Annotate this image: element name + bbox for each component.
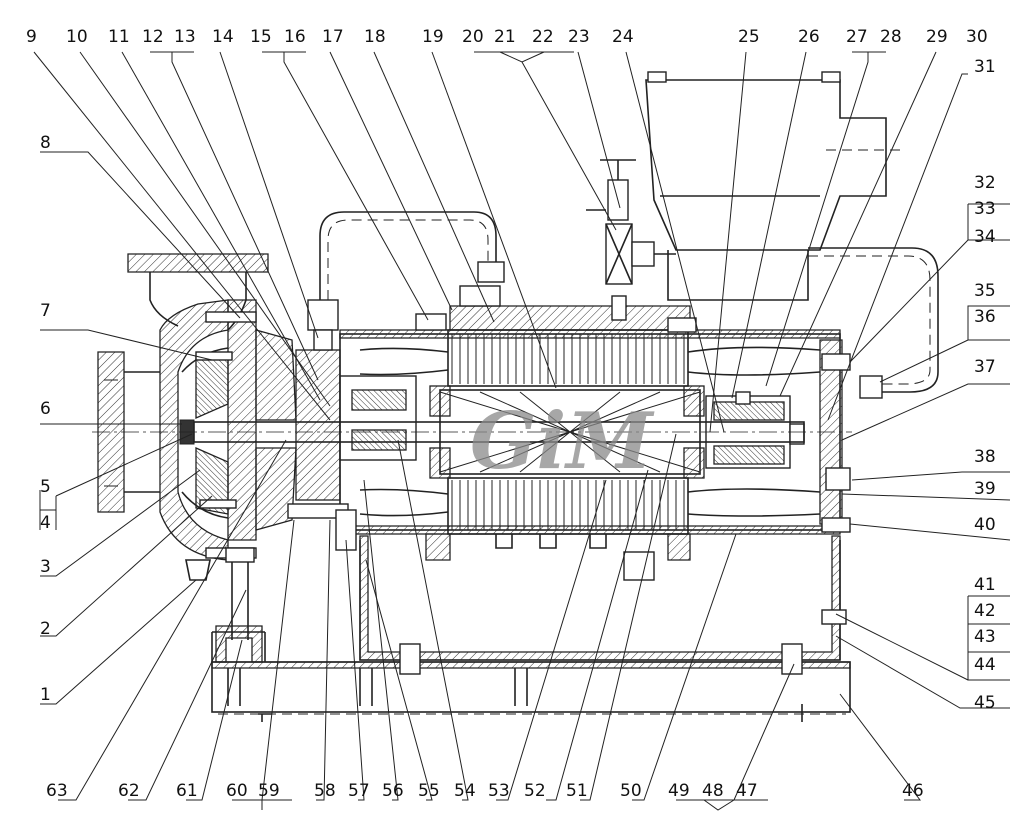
callout-5: 5 — [40, 477, 51, 497]
callout-37: 37 — [974, 357, 996, 377]
callout-9: 9 — [26, 27, 37, 47]
callout-35: 35 — [974, 281, 996, 301]
callout-43: 43 — [974, 627, 996, 647]
stator-laminations — [451, 334, 685, 530]
callout-15: 15 — [250, 27, 272, 47]
callout-16: 16 — [284, 27, 306, 47]
right-fittings — [287, 313, 851, 675]
callout-3: 3 — [40, 557, 51, 577]
pump-casing — [97, 253, 297, 640]
callout-54: 54 — [454, 781, 476, 801]
callout-18: 18 — [364, 27, 386, 47]
motor-body — [339, 285, 841, 581]
callout-24: 24 — [612, 27, 634, 47]
callout-20: 20 — [462, 27, 484, 47]
callout-17: 17 — [322, 27, 344, 47]
callout-29: 29 — [926, 27, 948, 47]
callout-42: 42 — [974, 601, 996, 621]
callout-14: 14 — [212, 27, 234, 47]
callout-33: 33 — [974, 199, 996, 219]
callout-11: 11 — [108, 27, 130, 47]
callout-53: 53 — [488, 781, 510, 801]
callouts-left: 8 7 6 5 4 3 2 1 — [40, 133, 51, 705]
callout-31: 31 — [974, 57, 996, 77]
bearing-housing — [295, 211, 505, 501]
callouts-right: 31 32 33 34 35 36 37 38 39 40 41 42 43 4… — [974, 57, 996, 713]
callout-13: 13 — [174, 27, 196, 47]
callout-47: 47 — [736, 781, 758, 801]
callout-2: 2 — [40, 619, 51, 639]
callout-36: 36 — [974, 307, 996, 327]
callout-25: 25 — [738, 27, 760, 47]
callout-39: 39 — [974, 479, 996, 499]
callout-63: 63 — [46, 781, 68, 801]
callout-49: 49 — [668, 781, 690, 801]
callout-46: 46 — [902, 781, 924, 801]
base-frame — [211, 661, 851, 722]
callout-27: 27 — [846, 27, 868, 47]
callout-4: 4 — [40, 513, 51, 533]
terminal-box — [586, 71, 939, 399]
callout-10: 10 — [66, 27, 88, 47]
callout-45: 45 — [974, 693, 996, 713]
callout-52: 52 — [524, 781, 546, 801]
callout-6: 6 — [40, 399, 51, 419]
callout-60: 60 — [226, 781, 248, 801]
leader-lines — [33, 51, 1011, 811]
watermark-logo: GiM — [470, 396, 655, 487]
callout-28: 28 — [880, 27, 902, 47]
callout-7: 7 — [40, 301, 51, 321]
callout-44: 44 — [974, 655, 996, 675]
callout-8: 8 — [40, 133, 51, 153]
callout-38: 38 — [974, 447, 996, 467]
callout-58: 58 — [314, 781, 336, 801]
callout-50: 50 — [620, 781, 642, 801]
motor-support-stand — [211, 535, 841, 663]
callouts-top: 9 10 11 12 13 14 15 16 17 18 19 20 21 22… — [26, 27, 988, 47]
callout-26: 26 — [798, 27, 820, 47]
callouts-bottom: 63 62 61 60 59 58 57 56 55 54 53 52 51 5… — [46, 781, 924, 801]
callout-55: 55 — [418, 781, 440, 801]
callout-19: 19 — [422, 27, 444, 47]
callout-22: 22 — [532, 27, 554, 47]
callout-56: 56 — [382, 781, 404, 801]
callout-40: 40 — [974, 515, 996, 535]
callout-21: 21 — [494, 27, 516, 47]
callout-32: 32 — [974, 173, 996, 193]
callout-62: 62 — [118, 781, 140, 801]
callout-1: 1 — [40, 685, 51, 705]
callout-23: 23 — [568, 27, 590, 47]
callout-12: 12 — [142, 27, 164, 47]
callout-59: 59 — [258, 781, 280, 801]
callout-61: 61 — [176, 781, 198, 801]
callout-34: 34 — [974, 227, 996, 247]
shaft — [92, 421, 852, 443]
callout-51: 51 — [566, 781, 588, 801]
callout-48: 48 — [702, 781, 724, 801]
callout-30: 30 — [966, 27, 988, 47]
callout-41: 41 — [974, 575, 996, 595]
callout-57: 57 — [348, 781, 370, 801]
